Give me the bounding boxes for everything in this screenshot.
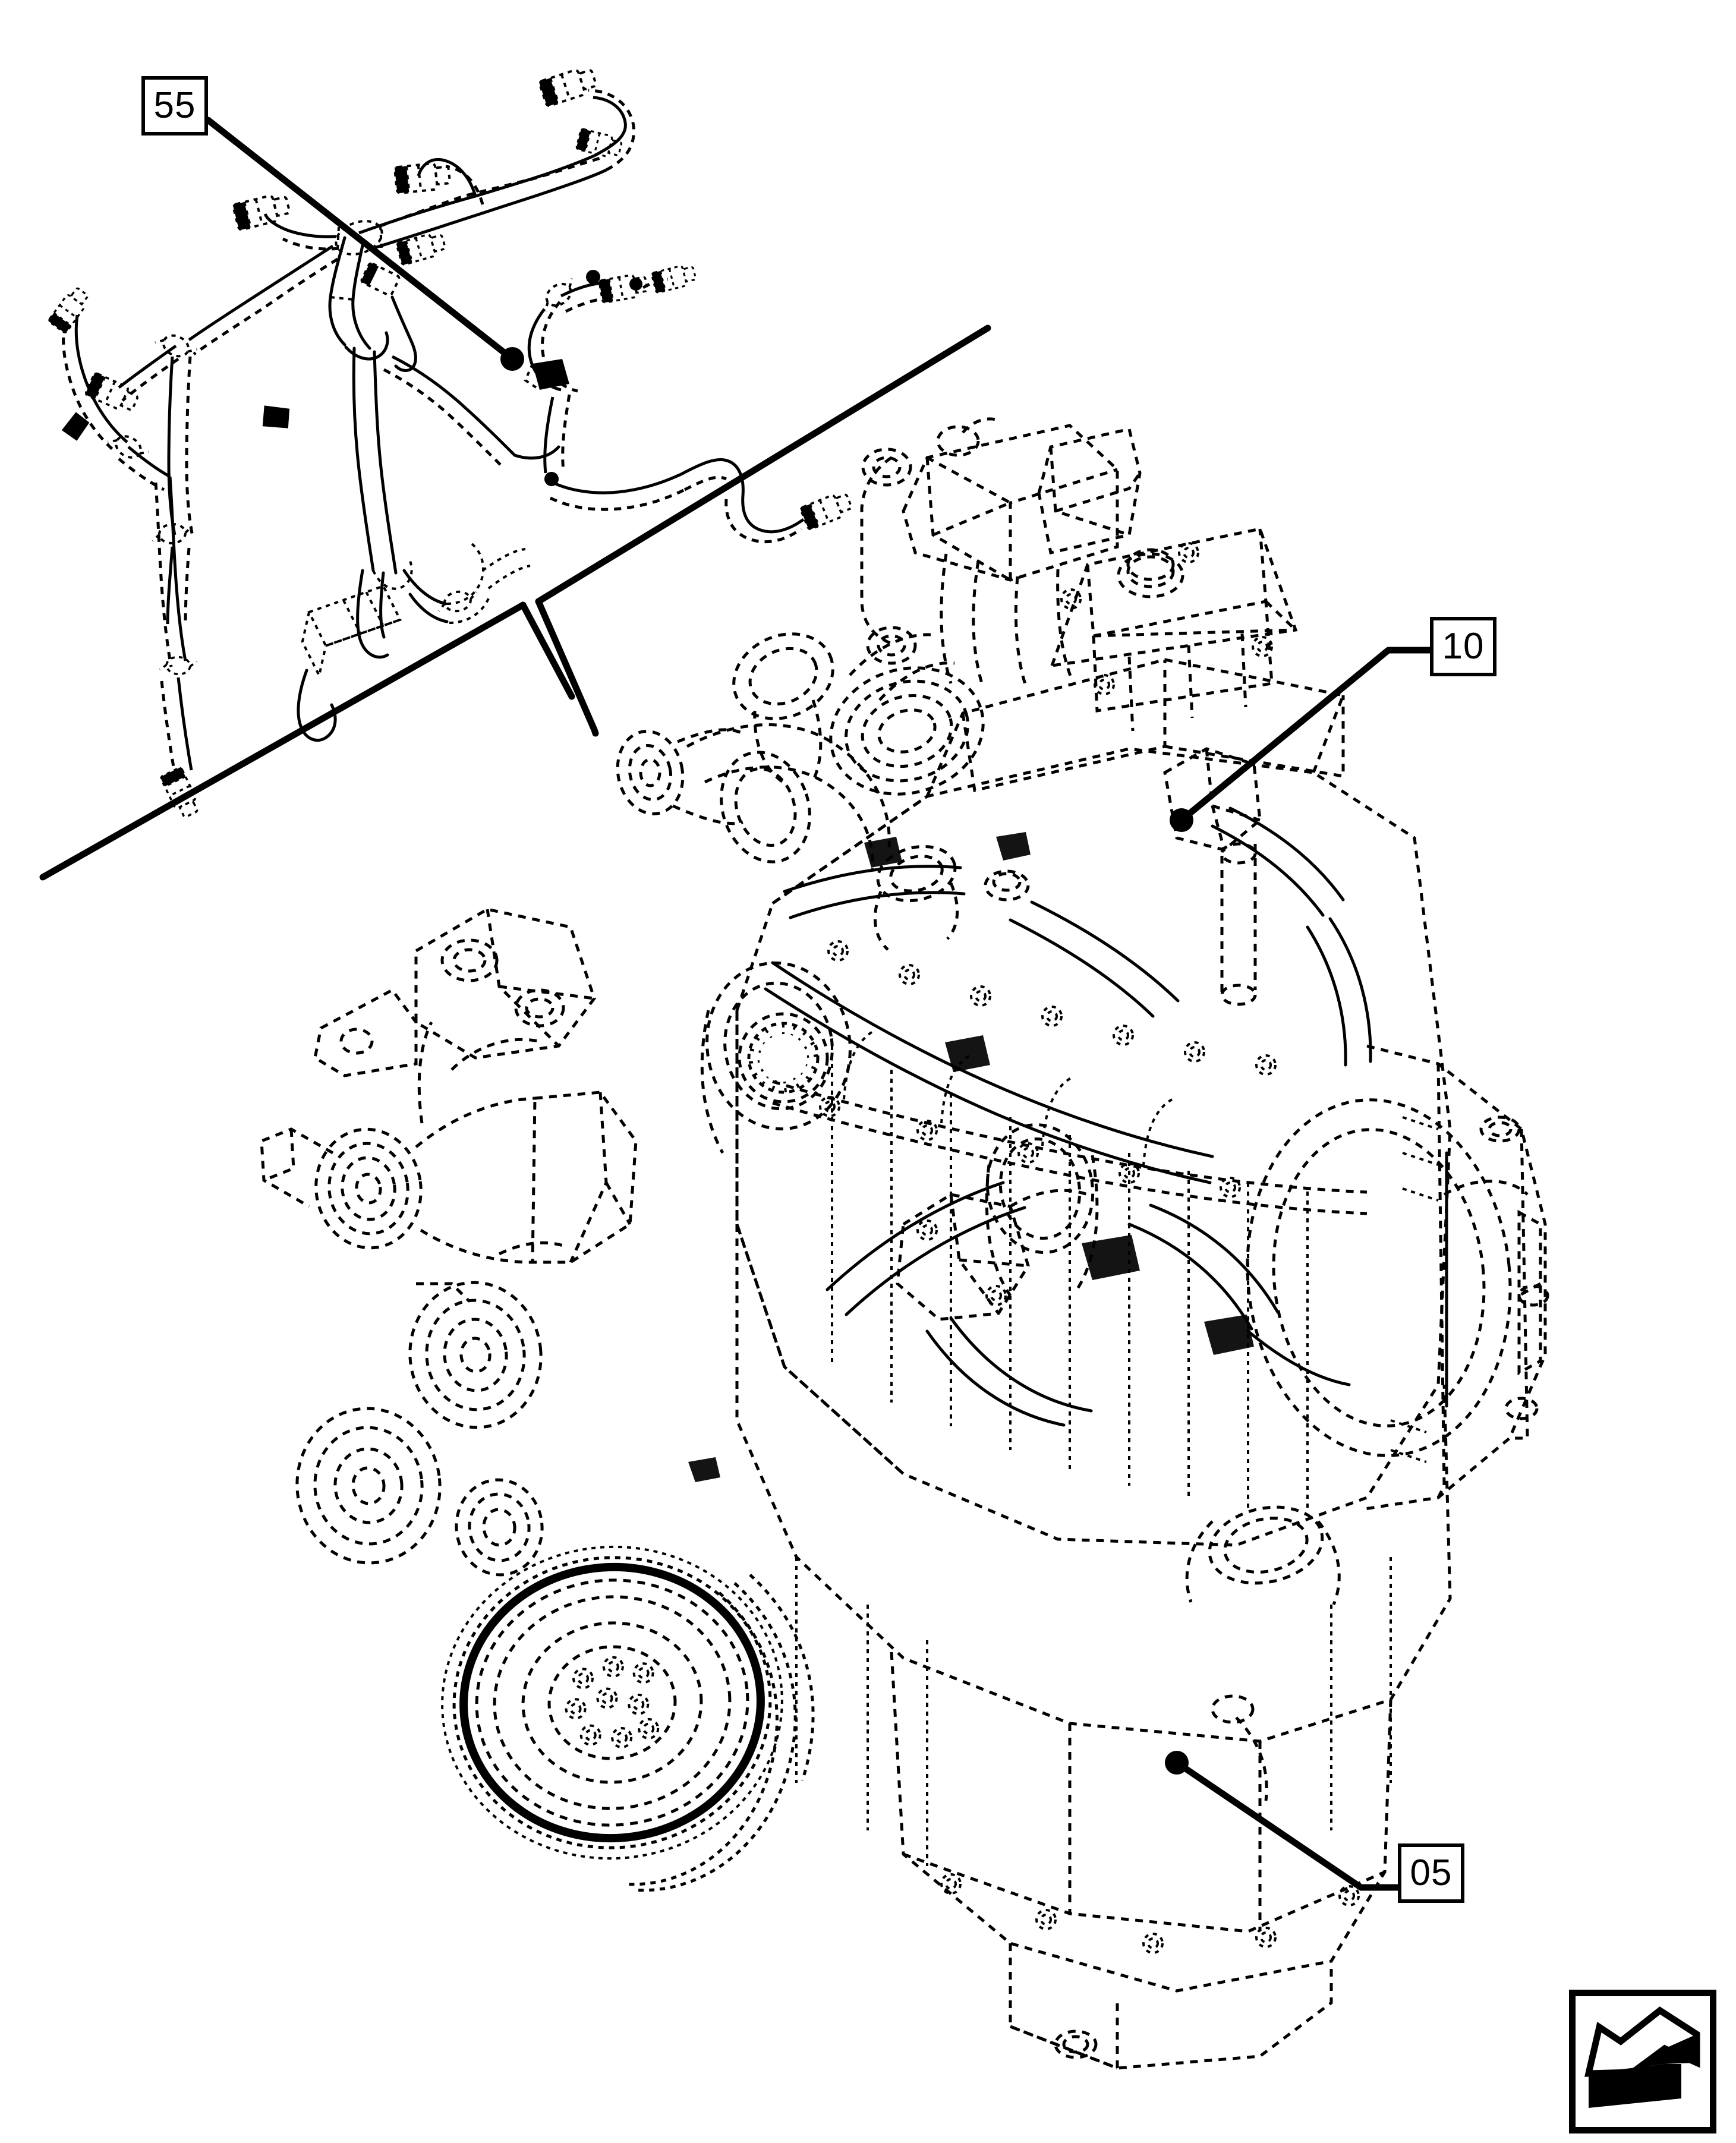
hose-bundle	[764, 806, 1372, 1427]
fuel-filter-head	[738, 1012, 829, 1104]
upper-accessories	[984, 747, 1262, 1006]
flywheel-housing	[1246, 1044, 1549, 1511]
engine-assembly-illustration	[260, 417, 1549, 2070]
callout-box-55[interactable]: 55	[141, 76, 208, 135]
cylinder-head-valve-cover	[1050, 527, 1298, 732]
callout-leaders	[204, 116, 1433, 1891]
hidden-edges	[795, 1046, 1392, 1866]
callout-label-10: 10	[1442, 626, 1485, 667]
fuel-injection-pump	[896, 1189, 1095, 1321]
starter-motor	[1185, 1505, 1341, 1605]
crankshaft-damper-pulley	[441, 1545, 815, 1892]
manufacturer-mark-icon	[1584, 2006, 1700, 2108]
engine-wiring-harness-illustration	[47, 64, 855, 821]
egr-valve-module	[860, 417, 1142, 690]
callout-label-55: 55	[153, 85, 196, 126]
callout-box-05[interactable]: 05	[1398, 1843, 1464, 1903]
accessory-drive	[260, 907, 638, 1577]
detail-cluster-group	[688, 832, 1254, 1482]
oil-filter	[985, 1123, 1099, 1297]
head-bolt-row	[827, 940, 1277, 1076]
view-separator	[39, 324, 991, 881]
front-engine-mount-bracket	[313, 907, 596, 1077]
manufacturer-mark	[1569, 1990, 1716, 2133]
turbocharger	[616, 632, 985, 871]
callout-box-10[interactable]: 10	[1430, 617, 1496, 676]
common-rail	[772, 1030, 1368, 1215]
timing-gear-cover	[700, 961, 852, 1154]
engine-oil-pan-sump	[735, 1224, 1452, 2070]
callout-label-05: 05	[1410, 1852, 1453, 1893]
